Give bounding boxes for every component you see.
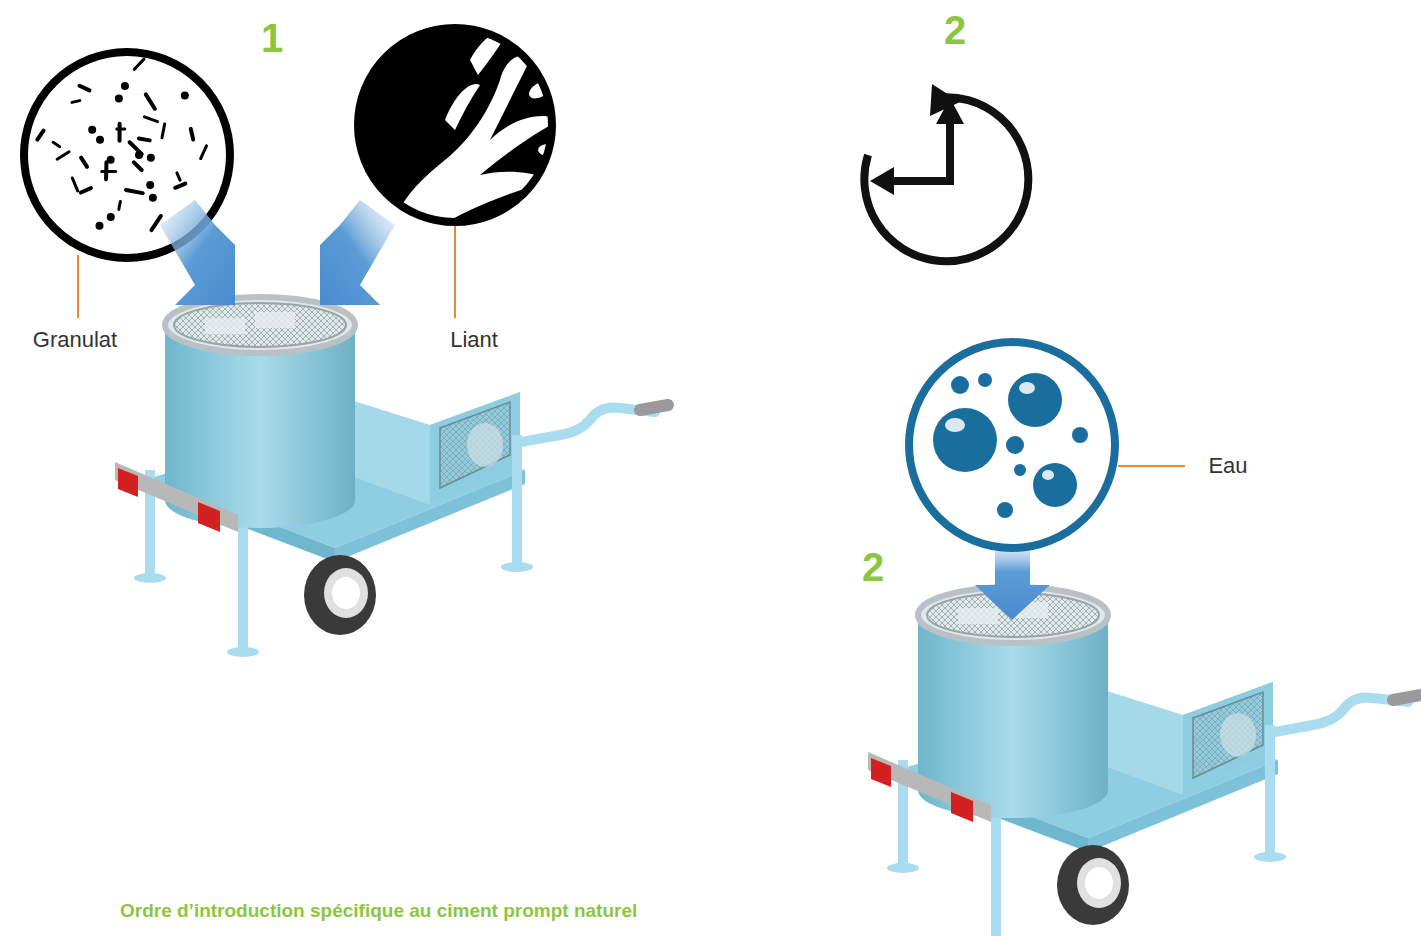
leader-line [77,255,79,318]
mixer-trailer [115,297,668,657]
part-label: Liant [450,327,498,353]
step-number: 2 [944,8,966,53]
water-icon [909,342,1115,548]
aggregate-texture [37,59,206,230]
step-number: 1 [261,16,283,61]
water-drops [933,373,1088,518]
leader-line [454,226,456,318]
input-arrow [320,200,395,305]
leader-line [1118,465,1185,467]
mixer-trailer [868,587,1421,936]
binder-splash [390,29,560,250]
time-icon [864,97,1028,261]
part-label: Eau [1208,453,1247,479]
step-number: 2 [862,545,884,590]
input-arrow [160,200,235,305]
part-label: Granulat [33,327,117,353]
caption: Ordre d’introduction spécifique au cimen… [120,900,637,922]
input-arrow [975,540,1050,620]
